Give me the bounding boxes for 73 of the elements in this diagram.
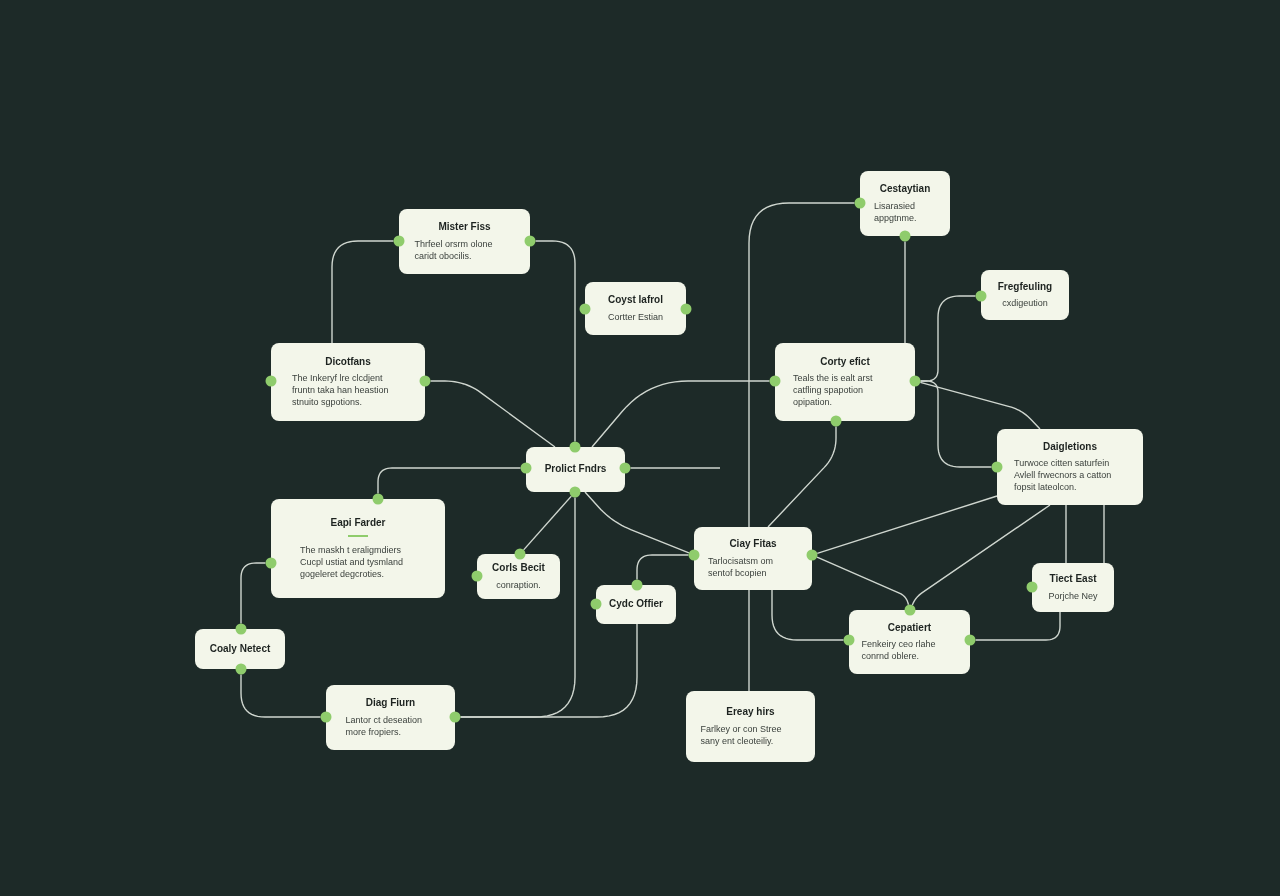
connector-line	[748, 589, 750, 692]
node-description: Fenkeiry ceo rlahe conrnd oblere.	[861, 638, 937, 663]
node-description: Teals the is ealt arst catfling spapotion opipation.	[793, 372, 874, 409]
node-description: conraption.	[496, 578, 541, 591]
connector-line	[919, 380, 993, 468]
connector-line	[904, 240, 906, 344]
node-title: Ereay hirs	[726, 706, 775, 719]
node-title: Corls Becit	[492, 562, 545, 575]
node-description: The Inkeryf lre clcdjent fruntn taka han heastion stnuito sgpotions.	[292, 372, 390, 409]
connector-line	[377, 467, 522, 495]
node-description: Lisarasied appgtnme.	[874, 199, 918, 224]
node-description: Lantor ct deseation more fropiers.	[345, 713, 424, 738]
node-title: Tiect East	[1049, 573, 1097, 586]
connector-line	[591, 380, 771, 448]
node-card	[860, 171, 950, 236]
node-title: Cepatiert	[887, 621, 932, 635]
node-title: Eapi Farder	[330, 516, 386, 530]
node-card	[399, 209, 530, 274]
node-card	[981, 270, 1069, 320]
connector-line	[748, 202, 856, 528]
connector-line	[771, 589, 845, 641]
connector-line	[429, 380, 556, 448]
node-card	[271, 343, 425, 421]
node-title: Daigletions	[1043, 440, 1097, 454]
node-description: Cortter Estian	[608, 310, 663, 323]
node-card	[596, 585, 676, 624]
node-title: Cestaytian	[879, 183, 931, 196]
node-card	[997, 429, 1143, 505]
connector-line	[522, 495, 573, 551]
node-card	[585, 282, 686, 335]
node-title: Cydc Offier	[609, 598, 663, 611]
node-card	[694, 527, 812, 590]
node-description: cxdigeution	[1002, 297, 1048, 310]
node-title: Prolict Fndrs	[544, 463, 607, 476]
node-title: Dicotfans	[325, 355, 371, 369]
node-card	[477, 554, 560, 599]
connector-line	[331, 240, 395, 344]
connector-line	[1103, 504, 1105, 564]
node-card	[271, 499, 445, 598]
node-description: The maskh t eraligmdiers Cucpl ustiat and tysmland gogeleret degcroties.	[300, 544, 405, 581]
connector-line	[629, 467, 721, 469]
node-title: Fregfeuling	[997, 280, 1053, 294]
node-title: Coaly Netect	[209, 642, 271, 656]
connector-line	[1065, 504, 1067, 564]
node-title: Diag Fiurn	[365, 697, 416, 710]
connector-line	[534, 240, 576, 443]
connector-line	[816, 556, 910, 606]
node-card	[1032, 563, 1114, 612]
connector-line	[584, 491, 690, 554]
connector-line	[459, 623, 638, 718]
node-card	[326, 685, 455, 750]
connector-line	[636, 554, 690, 581]
node-card	[195, 629, 285, 669]
node-title: Coyst Iafrol	[608, 294, 663, 307]
connector-line	[919, 381, 1041, 430]
node-description: Farlkey or con Stree sany ent cleoteiliy.	[700, 722, 783, 747]
node-title: Corty efict	[820, 355, 870, 369]
connector-line	[974, 611, 1061, 641]
node-card	[849, 610, 970, 674]
node-card	[526, 447, 625, 492]
node-card	[686, 691, 815, 762]
connector-line	[240, 562, 267, 625]
node-title: Ciay Fitas	[729, 538, 777, 551]
connector-line	[767, 425, 837, 528]
connector-line	[911, 504, 1051, 606]
node-description: Porjche Ney	[1048, 589, 1098, 602]
connector-line	[240, 673, 322, 718]
node-description: Tarlocisatsm om sentof bcopien	[708, 554, 774, 579]
node-description: Turwoce citten saturfein Avlell frwecnors a catton fopsit lateolcon.	[1014, 457, 1113, 494]
node-card	[775, 343, 915, 421]
connector-line	[816, 495, 998, 555]
node-title: Mister Fiss	[438, 221, 491, 234]
node-description: Thrfeel orsrm olone caridt obocilis.	[414, 237, 494, 262]
